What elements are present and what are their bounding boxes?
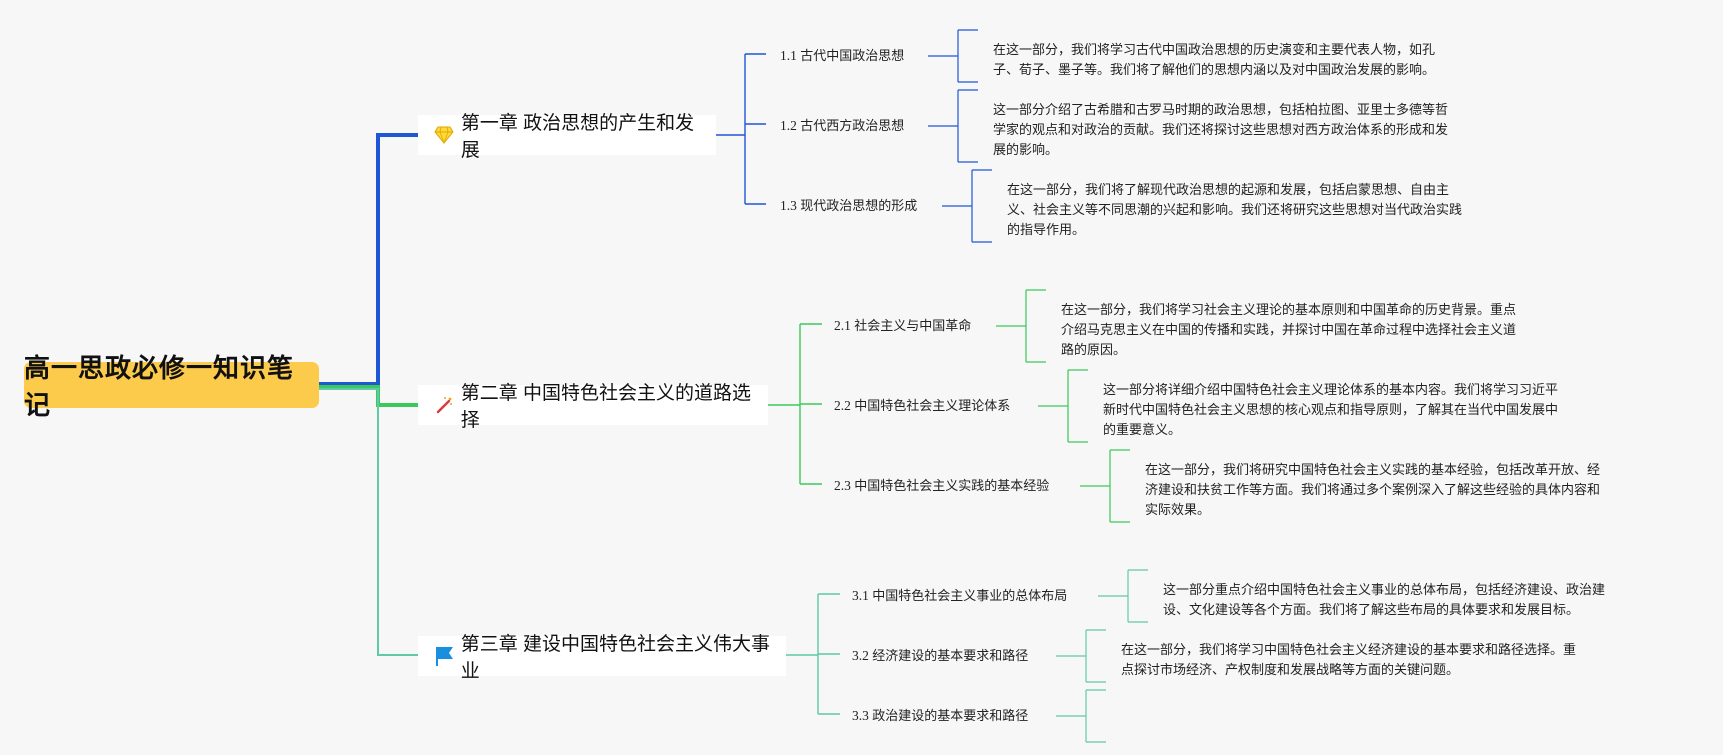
section-node-3-1[interactable]: 3.1 中国特色社会主义事业的总体布局 xyxy=(852,588,1068,604)
chapter-title: 第三章 建设中国特色社会主义伟大事业 xyxy=(460,634,770,682)
description-2-3: 在这一部分，我们将研究中国特色社会主义实践的基本经验，包括改革开放、经 济建设和… xyxy=(1145,463,1601,518)
description-2-1: 在这一部分，我们将学习社会主义理论的基本原则和中国革命的历史背景。重点 介绍马克… xyxy=(1061,303,1517,358)
section-node-1-2[interactable]: 1.2 古代西方政治思想 xyxy=(780,118,905,134)
description-3-2: 在这一部分，我们将学习中国特色社会主义经济建设的基本要求和路径选择。重 点探讨市… xyxy=(1121,643,1577,678)
section-node-2-1[interactable]: 2.1 社会主义与中国革命 xyxy=(834,318,972,334)
section-node-2-2[interactable]: 2.2 中国特色社会主义理论体系 xyxy=(834,398,1011,414)
chapter-node-2[interactable]: 第二章 中国特色社会主义的道路选择 xyxy=(418,383,768,431)
section-node-3-3[interactable]: 3.3 政治建设的基本要求和路径 xyxy=(852,708,1029,724)
chapter-title: 第一章 政治思想的产生和发展 xyxy=(460,113,695,161)
wand-icon xyxy=(434,394,455,416)
description-1-2: 这一部分介绍了古希腊和古罗马时期的政治思想，包括柏拉图、亚里士多德等哲 学家的观… xyxy=(993,103,1449,158)
section-node-1-1[interactable]: 1.1 古代中国政治思想 xyxy=(780,48,905,64)
section-node-2-3[interactable]: 2.3 中国特色社会主义实践的基本经验 xyxy=(834,478,1050,494)
description-3-1: 这一部分重点介绍中国特色社会主义事业的总体布局，包括经济建设、政治建 设、文化建… xyxy=(1163,583,1606,618)
gem-icon xyxy=(434,124,455,146)
root-to-chapter-3 xyxy=(319,388,418,656)
root-title: 高一思政必修一知识笔记 xyxy=(24,353,295,420)
section-node-3-2[interactable]: 3.2 经济建设的基本要求和路径 xyxy=(852,648,1029,664)
flag-icon xyxy=(434,645,455,667)
chapter-title: 第二章 中国特色社会主义的道路选择 xyxy=(460,383,751,431)
chapter-node-3[interactable]: 第三章 建设中国特色社会主义伟大事业 xyxy=(418,634,786,682)
description-2-2: 这一部分将详细介绍中国特色社会主义理论体系的基本内容。我们将学习习近平 新时代中… xyxy=(1103,383,1559,438)
root-to-chapter-1 xyxy=(319,133,418,386)
section-node-1-3[interactable]: 1.3 现代政治思想的形成 xyxy=(780,198,918,214)
description-1-3: 在这一部分，我们将了解现代政治思想的起源和发展，包括启蒙思想、自由主 义、社会主… xyxy=(1007,183,1463,238)
root-node[interactable]: 高一思政必修一知识笔记 xyxy=(24,353,319,420)
chapter-node-1[interactable]: 第一章 政治思想的产生和发展 xyxy=(418,113,716,161)
description-1-1: 在这一部分，我们将学习古代中国政治思想的历史演变和主要代表人物，如孔 子、荀子、… xyxy=(993,43,1436,78)
